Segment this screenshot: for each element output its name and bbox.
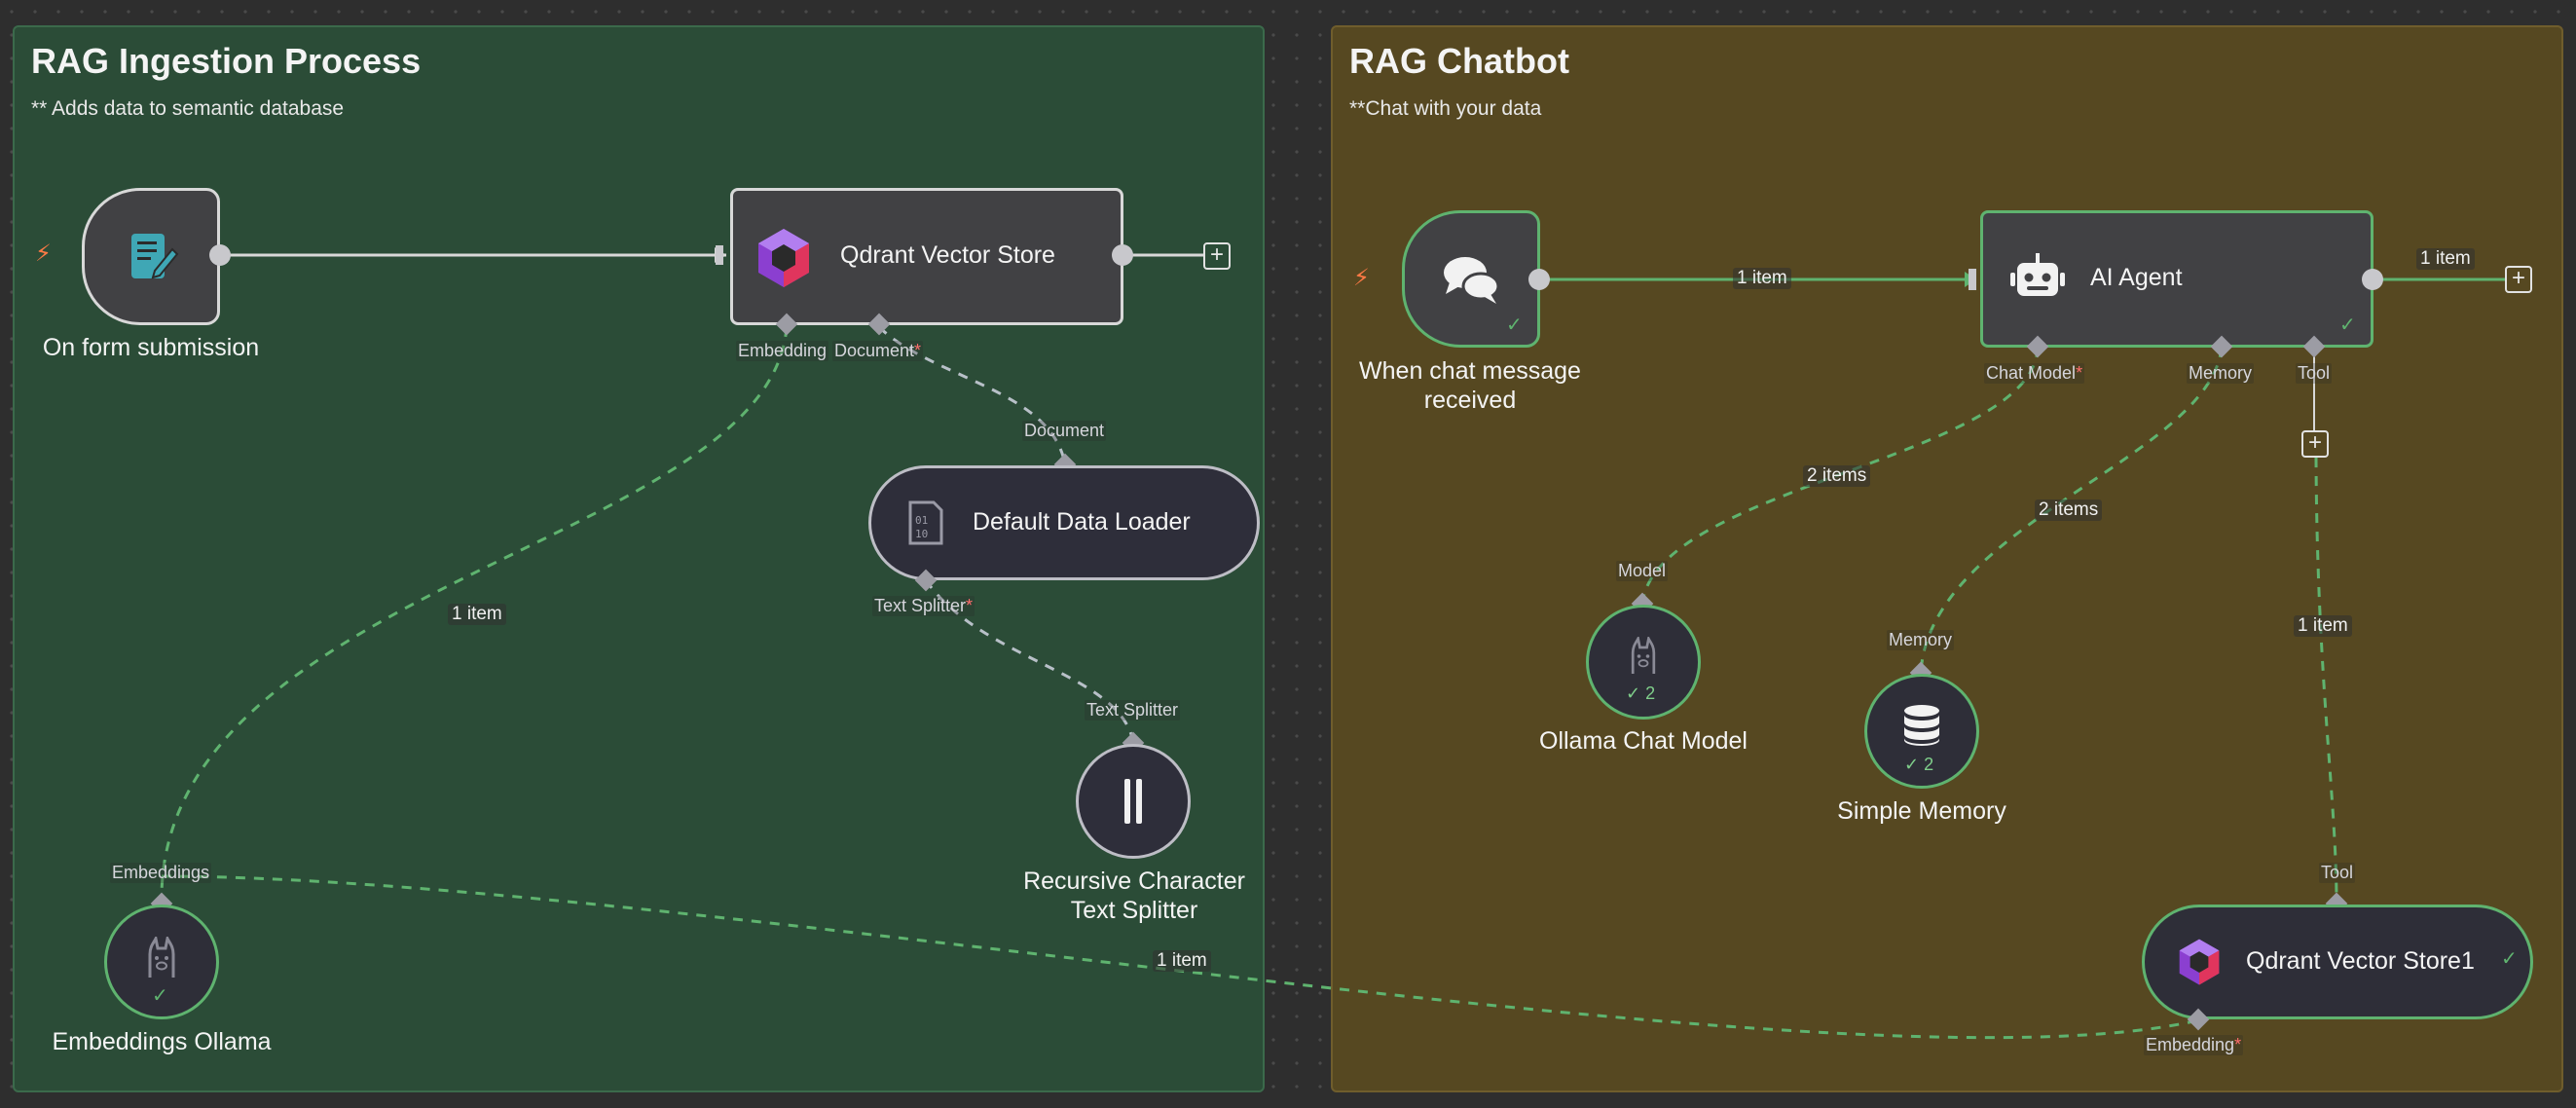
ollama-icon <box>1589 608 1698 705</box>
embedding-tag: Embedding <box>736 341 829 361</box>
memory-tag: Memory <box>2187 363 2255 384</box>
model-input-tag: Model <box>1616 561 1669 581</box>
node-label: Simple Memory <box>1837 797 2006 825</box>
qdrant-icon <box>753 224 815 292</box>
node-title: Default Data Loader <box>973 508 1191 536</box>
node-title: Qdrant Vector Store <box>840 241 1055 269</box>
input-port[interactable] <box>716 245 723 265</box>
node-qdrant-vector-store[interactable]: Qdrant Vector Store <box>730 188 1123 325</box>
node-title: Qdrant Vector Store1 <box>2246 947 2475 975</box>
output-port[interactable] <box>1112 244 1133 266</box>
group-subtitle-chatbot: **Chat with your data <box>1349 97 1542 120</box>
node-recursive-text-splitter[interactable] <box>1076 744 1191 859</box>
node-default-data-loader[interactable]: 01 10 Default Data Loader <box>868 465 1260 580</box>
text-splitter-input-tag: Text Splitter <box>1085 700 1181 720</box>
wire-item-count: 1 item <box>1733 268 1791 289</box>
trigger-bolt-icon: ⚡ <box>35 240 52 267</box>
node-label: Embeddings Ollama <box>52 1028 272 1055</box>
node-qdrant-vector-store1[interactable]: Qdrant Vector Store1 ✓ <box>2142 905 2533 1019</box>
node-form-trigger[interactable] <box>82 188 220 325</box>
wire-item-count: 1 item <box>1153 950 1211 972</box>
success-check-icon: ✓ <box>2501 948 2518 970</box>
chat-bubbles-icon <box>1405 213 1537 345</box>
node-label: On form submission <box>42 334 260 361</box>
run-count-badge: ✓ 2 <box>1626 683 1656 703</box>
node-ollama-chat-model[interactable]: ✓ 2 <box>1586 605 1701 720</box>
output-port[interactable] <box>209 244 231 266</box>
memory-input-tag: Memory <box>1887 630 1955 650</box>
node-label: Recursive Character Text Splitter <box>1023 868 1245 924</box>
svg-text:10: 10 <box>915 528 928 540</box>
database-icon <box>1867 677 1976 774</box>
text-splitter-tag: Text Splitter* <box>872 596 975 616</box>
trigger-bolt-icon: ⚡ <box>1353 265 1370 291</box>
node-label: Ollama Chat Model <box>1539 727 1748 755</box>
wire-item-count: 1 item <box>2294 615 2352 637</box>
wire-item-count: 1 item <box>448 604 506 625</box>
success-check-icon: ✓ <box>2339 314 2356 336</box>
group-title-ingestion: RAG Ingestion Process <box>31 41 422 81</box>
success-check-icon: ✓ <box>152 985 168 1007</box>
node-embeddings-ollama[interactable]: ✓ <box>104 905 219 1019</box>
input-port[interactable] <box>1969 269 1976 290</box>
run-count-badge: ✓ 2 <box>1904 755 1934 774</box>
file-binary-icon: 01 10 <box>901 498 951 548</box>
embeddings-input-tag: Embeddings <box>110 863 212 883</box>
add-node-button[interactable]: + <box>1203 242 1231 270</box>
group-title-chatbot: RAG Chatbot <box>1349 41 1569 81</box>
node-label: When chat message received <box>1359 357 1581 414</box>
group-subtitle-ingestion: ** Adds data to semantic database <box>31 97 345 120</box>
wire-item-count: 1 item <box>2416 248 2475 270</box>
ollama-icon <box>107 907 216 1009</box>
document-tag: Document* <box>832 341 924 361</box>
node-chat-trigger[interactable]: ✓ <box>1402 210 1540 348</box>
output-port[interactable] <box>1528 269 1550 290</box>
node-title: AI Agent <box>2090 264 2183 291</box>
node-simple-memory[interactable]: ✓ 2 <box>1864 674 1979 789</box>
qdrant-icon <box>2174 935 2225 989</box>
node-ai-agent[interactable]: AI Agent ✓ <box>1980 210 2374 348</box>
splitter-icon <box>1079 747 1188 856</box>
wire-item-count: 2 items <box>2035 499 2103 521</box>
add-tool-button[interactable]: + <box>2301 430 2329 458</box>
wire-item-count: 2 items <box>1803 465 1871 487</box>
add-node-button[interactable]: + <box>2505 266 2532 293</box>
robot-icon <box>2006 248 2069 311</box>
document-input-tag: Document <box>1022 421 1107 441</box>
embedding-tag: Embedding* <box>2144 1035 2244 1055</box>
tool-tag: Tool <box>2296 363 2333 384</box>
chat-model-tag: Chat Model* <box>1984 363 2085 384</box>
form-icon <box>85 191 217 322</box>
output-port[interactable] <box>2362 269 2383 290</box>
success-check-icon: ✓ <box>1506 314 1523 336</box>
svg-text:01: 01 <box>915 514 928 527</box>
tool-input-tag: Tool <box>2319 863 2356 883</box>
